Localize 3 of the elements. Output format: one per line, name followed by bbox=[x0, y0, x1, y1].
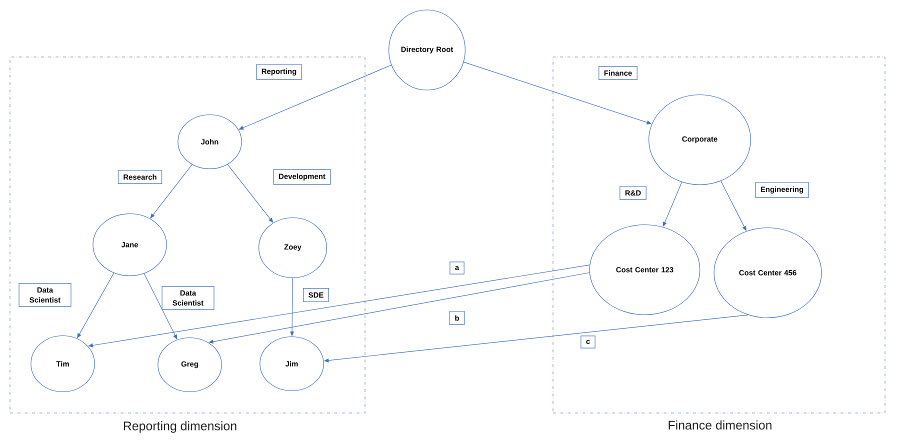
frame-caption: Finance dimension bbox=[668, 420, 772, 430]
frame-caption: Reporting dimension bbox=[124, 421, 236, 433]
arrow bbox=[238, 64, 392, 130]
